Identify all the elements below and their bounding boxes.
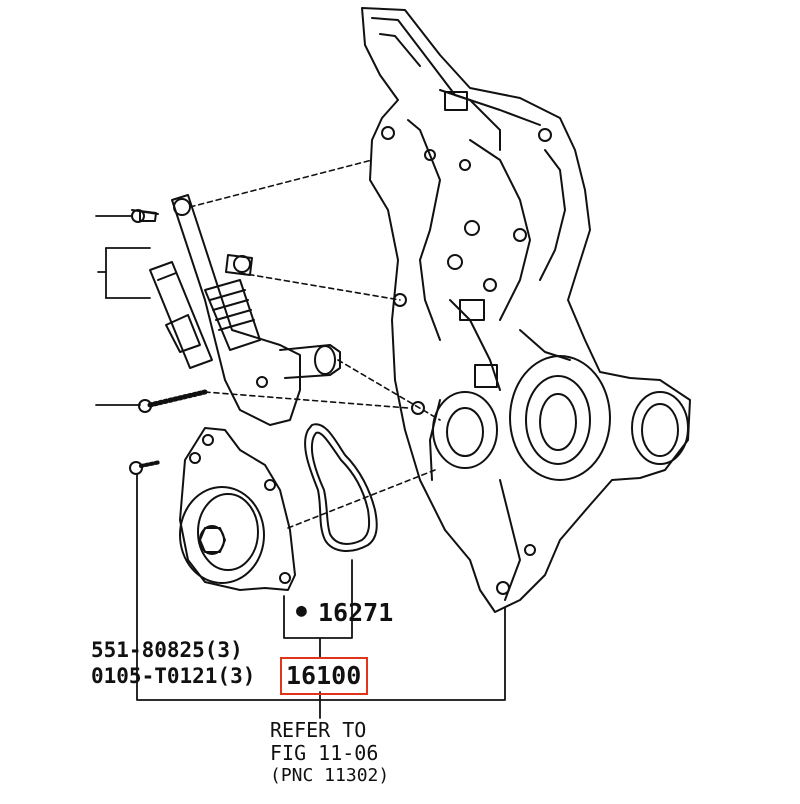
part-number-bolt-upper: 551-80825(3)	[91, 638, 243, 662]
bolt-lower	[129, 460, 162, 475]
part-number-pump-assembly[interactable]: 16100	[286, 661, 362, 690]
reference-line-3: (PNC 11302)	[270, 765, 390, 786]
reference-line-2: FIG 11-06	[270, 741, 379, 765]
bolt-upper	[131, 209, 159, 223]
part-number-gasket: 16271	[318, 598, 394, 627]
tensioner-assembly	[149, 194, 341, 426]
alignment-lines	[189, 159, 441, 529]
reference-line-1: REFER TO	[270, 718, 367, 742]
water-pump	[179, 427, 296, 591]
bolt-middle	[138, 389, 208, 413]
timing-chain-cover	[361, 7, 691, 613]
gasket	[304, 423, 378, 552]
gasket-bullet: ●	[296, 600, 307, 621]
part-number-bolt-lower: 0105-T0121(3)	[91, 664, 256, 688]
highlight-box	[280, 657, 368, 695]
leader-lines	[95, 215, 506, 719]
